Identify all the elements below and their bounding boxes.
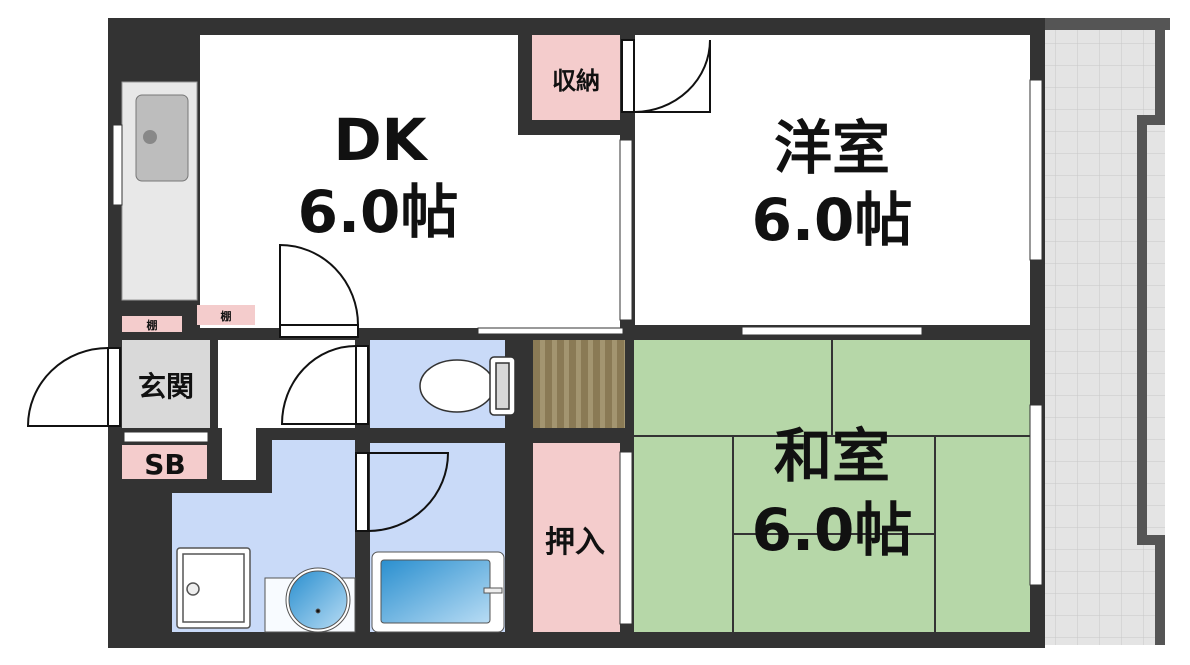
storage-under-stairs bbox=[533, 340, 625, 428]
sliding-door[interactable] bbox=[619, 139, 633, 321]
storage-label: 収納 bbox=[552, 67, 600, 95]
dk-name: DK bbox=[333, 106, 428, 174]
door-storage[interactable] bbox=[621, 39, 711, 113]
hallway bbox=[218, 340, 355, 428]
balcony bbox=[1045, 18, 1170, 645]
shoebox-label: SB bbox=[144, 448, 186, 481]
sliding-door[interactable] bbox=[741, 326, 923, 336]
door-dk[interactable] bbox=[279, 243, 359, 338]
washbasin-icon bbox=[264, 567, 356, 633]
kitchen-counter bbox=[112, 81, 198, 301]
storage bbox=[532, 35, 620, 120]
washing-machine-pan bbox=[176, 547, 251, 629]
japanese-room bbox=[634, 340, 1030, 632]
japanese-name: 和室 bbox=[774, 422, 890, 490]
hallway bbox=[222, 428, 256, 480]
window bbox=[1029, 79, 1043, 261]
shelf-label: 棚 bbox=[221, 309, 232, 323]
shelf bbox=[197, 305, 255, 325]
entrance bbox=[122, 340, 210, 428]
sliding-door[interactable] bbox=[477, 327, 624, 335]
bathtub-icon bbox=[371, 551, 505, 633]
door-toilet[interactable] bbox=[280, 345, 369, 425]
closet-sliding-door[interactable] bbox=[619, 451, 633, 625]
western-name: 洋室 bbox=[774, 114, 890, 182]
shoebox bbox=[122, 445, 207, 479]
western-size: 6.0帖 bbox=[752, 186, 913, 254]
door-bath[interactable] bbox=[355, 452, 450, 532]
closet-label: 押入 bbox=[545, 525, 605, 560]
window bbox=[1029, 404, 1043, 586]
dk-size: 6.0帖 bbox=[298, 178, 459, 246]
closet bbox=[533, 443, 620, 632]
shelf-label: 棚 bbox=[147, 318, 158, 332]
shelf bbox=[122, 316, 182, 332]
entrance-label: 玄関 bbox=[138, 370, 194, 403]
shoebox-door bbox=[123, 431, 209, 443]
japanese-size: 6.0帖 bbox=[752, 496, 913, 564]
toilet-icon bbox=[419, 356, 516, 416]
western-room bbox=[635, 35, 1030, 325]
sink-drain-icon bbox=[143, 130, 157, 144]
front-door[interactable] bbox=[26, 347, 121, 427]
